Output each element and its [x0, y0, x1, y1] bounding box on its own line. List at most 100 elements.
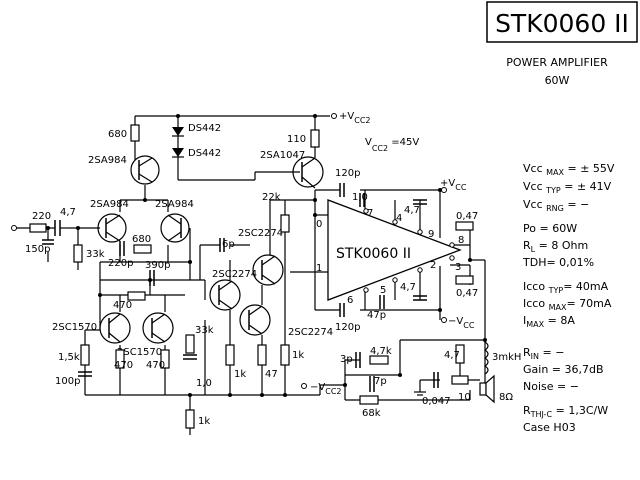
- resistors: 680 220 33k 680 470 22k 0,47 0,47 1k 47 …: [29, 124, 478, 429]
- spec-line: Icco TYP= 40mA: [523, 280, 609, 295]
- ic-amplifier: STK0060 II 0 1 2 3 4 5 6 7 8 9: [316, 199, 464, 306]
- resistor-470-right: [160, 349, 170, 369]
- resistor-10: [451, 375, 469, 385]
- spec-line: Vcc MAX = ± 55V: [523, 162, 615, 177]
- resistor-4-7-out: [455, 344, 465, 364]
- svg-text:100p: 100p: [55, 376, 80, 387]
- transistor-q-mirror-left: 2SC1570: [52, 312, 131, 344]
- resistor-33k-in: [73, 244, 83, 263]
- resistor-1k-b: [280, 344, 290, 366]
- svg-text:6: 6: [347, 295, 353, 306]
- svg-text:680: 680: [108, 129, 127, 140]
- ic-label: STK0060 II: [336, 246, 411, 262]
- svg-text:1,5k: 1,5k: [58, 352, 80, 363]
- svg-text:4,7k: 4,7k: [370, 346, 392, 357]
- q-diff-right-label: 2SA984: [155, 199, 194, 210]
- svg-text:4,7: 4,7: [400, 282, 416, 293]
- svg-text:1k: 1k: [234, 369, 246, 380]
- svg-text:0,47: 0,47: [456, 211, 478, 222]
- resistor-220: [29, 223, 47, 233]
- svg-text:220: 220: [32, 211, 51, 222]
- svg-text:120p: 120p: [335, 322, 360, 333]
- svg-text:1: 1: [316, 263, 322, 274]
- svg-text:470: 470: [113, 300, 132, 311]
- svg-text:47p: 47p: [367, 310, 386, 321]
- svg-text:150p: 150p: [25, 244, 50, 255]
- resistor-470-mid: [127, 291, 146, 301]
- svg-text:3mkH: 3mkH: [492, 352, 521, 363]
- svg-text:3: 3: [455, 262, 461, 273]
- svg-text:33k: 33k: [86, 249, 105, 260]
- svg-text:22k: 22k: [262, 192, 281, 203]
- resistor-110: [310, 129, 320, 148]
- svg-text:390p: 390p: [145, 260, 170, 271]
- svg-text:+VCC: +VCC: [440, 178, 467, 192]
- svg-text:470: 470: [146, 360, 165, 371]
- diode-1: DS442: [172, 123, 221, 137]
- q-pre-1-label: 2SC2274: [238, 228, 283, 239]
- transistor-q-diff-right: 2SA984: [155, 199, 194, 243]
- spec-line: RIN = −: [523, 346, 564, 361]
- resistor-1k-a: [225, 344, 235, 366]
- spec-line: RTHJ-C = 1,3C/W: [523, 404, 608, 419]
- q-driver-top-label: 2SA1047: [260, 150, 305, 161]
- svg-text:9: 9: [428, 229, 434, 240]
- svg-text:680: 680: [132, 234, 151, 245]
- transistor-q-top: 2SA984: [88, 155, 160, 185]
- resistor-68k: [359, 395, 379, 405]
- svg-text:4: 4: [396, 213, 402, 224]
- resistor-4-7k: [369, 355, 389, 365]
- q-pre-3-label: 2SC2274: [288, 327, 333, 338]
- svg-text:−VCC: −VCC: [448, 316, 475, 330]
- svg-text:68k: 68k: [362, 408, 381, 419]
- spec-line: Icco MAX= 70mA: [523, 297, 612, 312]
- spec-line: Gain = 36,7dB: [523, 363, 604, 376]
- resistor-1-5k: [80, 344, 90, 366]
- q-top-label: 2SA984: [88, 155, 127, 166]
- svg-text:4,7: 4,7: [60, 207, 76, 218]
- svg-text:0,047: 0,047: [422, 396, 451, 407]
- supply-note: VCC2 =45V: [365, 137, 419, 153]
- diode-2-label: DS442: [188, 148, 221, 159]
- svg-text:47: 47: [265, 369, 278, 380]
- transistor-q-diff-left: 2SA984: [90, 199, 129, 243]
- resistor-680-top: [130, 124, 140, 142]
- resistor-0-47-top: [455, 221, 474, 231]
- svg-text:1,0: 1,0: [196, 378, 212, 389]
- spec-line: Vcc TYP = ± 41V: [523, 180, 612, 195]
- svg-text:−VCC2: −VCC2: [310, 382, 342, 396]
- transistor-q-pre-3: 2SC2274: [239, 304, 333, 338]
- resistor-470-left: [115, 349, 125, 369]
- q-pre-2-label: 2SC2274: [212, 269, 257, 280]
- input-terminal: [11, 225, 17, 231]
- spec-line: IMAX = 8A: [523, 314, 575, 329]
- spec-line: TDH= 0,01%: [522, 256, 594, 269]
- resistor-47: [257, 344, 267, 366]
- svg-text:0,47: 0,47: [456, 288, 478, 299]
- q-mirror-left-label: 2SC1570: [52, 322, 97, 333]
- svg-text:+VCC2: +VCC2: [339, 111, 371, 125]
- ground-icon: [414, 391, 426, 396]
- svg-text:1k: 1k: [198, 416, 210, 427]
- svg-text:220p: 220p: [108, 258, 133, 269]
- svg-text:3p: 3p: [340, 354, 353, 365]
- svg-text:4,7: 4,7: [444, 350, 460, 361]
- spec-line: Vcc RNG = −: [523, 198, 589, 213]
- inductor-3mkh: 3mkH: [483, 341, 521, 375]
- svg-text:7: 7: [367, 208, 373, 219]
- svg-text:6p: 6p: [222, 239, 235, 250]
- svg-text:1,0: 1,0: [352, 192, 368, 203]
- capacitors: 4,7 150p 220p 390p 120p 1,0 4,7 4,7 47p …: [25, 168, 451, 407]
- svg-text:VCC2 =45V: VCC2 =45V: [365, 137, 419, 153]
- r110-label: 110: [287, 134, 306, 145]
- diode-2: DS442: [172, 148, 221, 159]
- rail-labels: +VCC2 +VCC −VCC −VCC2: [301, 111, 475, 396]
- q-mirror-right-label: 2SC1570: [117, 347, 162, 358]
- title-block: STK0060 II POWER AMPLIFIER 60W: [486, 1, 638, 87]
- subtitle: POWER AMPLIFIER: [506, 56, 608, 69]
- power-rating: 60W: [545, 74, 570, 87]
- spec-line: Case H03: [523, 421, 576, 434]
- resistor-680-mid: [133, 244, 152, 254]
- svg-text:33k: 33k: [195, 325, 214, 336]
